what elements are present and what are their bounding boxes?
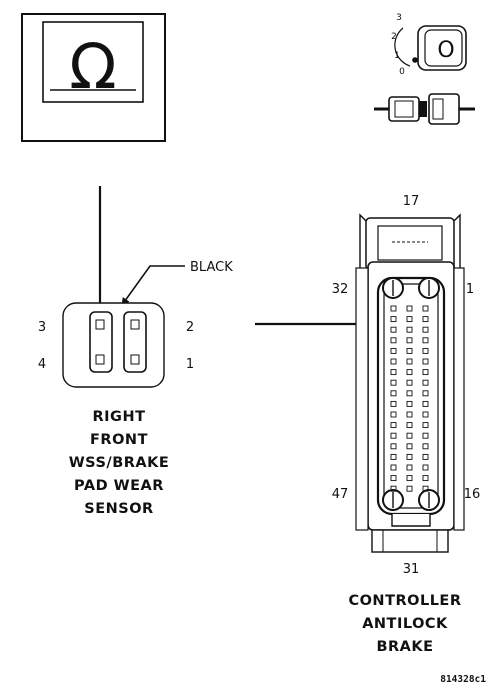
terminal-cavity [406,400,413,407]
terminal-cavity [406,379,413,386]
terminal-cavity [422,347,429,354]
terminal-cavity [422,400,429,407]
terminal-cavity [390,326,397,333]
terminal-cavity [406,453,413,460]
terminal-cavity [390,305,397,312]
key-position-3: 3 [396,13,402,23]
terminal-cavity [390,432,397,439]
ohmmeter-icon: Ω [21,13,166,142]
ignition-key-icon: 3 2 1 0 O [391,13,467,77]
controller-pin-31: 31 [403,562,420,577]
terminal-cavity [422,464,429,471]
terminal-cavity [422,475,429,482]
controller-pin-16: 16 [464,487,481,502]
terminal-cavity [422,453,429,460]
terminal-cavity [390,347,397,354]
terminal-cavity [390,379,397,386]
key-position-2: 2 [391,32,397,42]
terminal-cavity [406,337,413,344]
connector-plug-icon [374,93,475,125]
terminal-cavity [390,453,397,460]
terminal-cavity [422,326,429,333]
terminal-cavity [390,400,397,407]
terminal-cavity [406,347,413,354]
terminal-cavity [390,443,397,450]
sensor-connector [62,302,165,388]
controller-connector [355,213,465,553]
sensor-pin-4: 4 [38,357,46,372]
sensor-pin-3: 3 [38,320,46,335]
terminal-cavity [422,390,429,397]
terminal-cavity [390,358,397,365]
terminal-cavity [390,316,397,323]
terminal-cavity [422,369,429,376]
controller-title-line: ANTILOCK [362,616,448,632]
sensor-title-line: SENSOR [84,501,153,517]
terminal-cavity [422,432,429,439]
sensor-pin-1: 1 [186,357,194,372]
key-position-0: 0 [399,67,405,77]
terminal-cavity [422,411,429,418]
terminal-cavity [422,305,429,312]
terminal-cavity [406,305,413,312]
sensor-pin-2: 2 [186,320,194,335]
controller-title-line: CONTROLLER [348,593,461,609]
sensor-title-line: WSS/BRAKE [69,455,170,471]
controller-pin-17: 17 [403,194,420,209]
terminal-cavity [422,485,429,492]
wire-color-label: BLACK [190,260,233,275]
terminal-cavity [406,326,413,333]
ohm-symbol: Ω [69,30,116,103]
terminal-cavity [422,337,429,344]
controller-title-line: BRAKE [376,639,433,655]
terminal-cavity [390,390,397,397]
controller-pin-1: 1 [466,282,474,297]
terminal-cavity [406,485,413,492]
controller-pin-47: 47 [332,487,349,502]
terminal-cavity [406,358,413,365]
terminal-cavity [406,369,413,376]
terminal-cavity [406,411,413,418]
terminal-cavity [390,411,397,418]
terminal-cavity [390,337,397,344]
sensor-title-line: PAD WEAR [74,478,164,494]
terminal-cavity [406,432,413,439]
terminal-cavity [390,422,397,429]
sensor-title-line: RIGHT [93,409,146,425]
controller-title: CONTROLLER ANTILOCK BRAKE [348,593,461,655]
terminal-cavity [422,358,429,365]
terminal-cavity [390,475,397,482]
controller-pin-32: 32 [332,282,349,297]
terminal-cavity [406,475,413,482]
terminal-cavity [406,390,413,397]
terminal-cavity [390,485,397,492]
terminal-cavity [406,422,413,429]
key-letter: O [437,38,454,63]
terminal-cavity [390,369,397,376]
terminal-cavity [422,379,429,386]
terminal-cavity [422,422,429,429]
figure-id: 814328c1 [440,674,486,685]
sensor-title: RIGHT FRONT WSS/BRAKE PAD WEAR SENSOR [69,409,170,517]
sensor-title-line: FRONT [90,432,148,448]
terminal-cavity [406,316,413,323]
black-wire-leader [121,265,185,306]
terminal-cavity [422,443,429,450]
key-position-1: 1 [394,51,400,61]
terminal-cavity [422,316,429,323]
terminal-cavity [390,464,397,471]
terminal-cavity [406,464,413,471]
terminal-cavity [406,443,413,450]
